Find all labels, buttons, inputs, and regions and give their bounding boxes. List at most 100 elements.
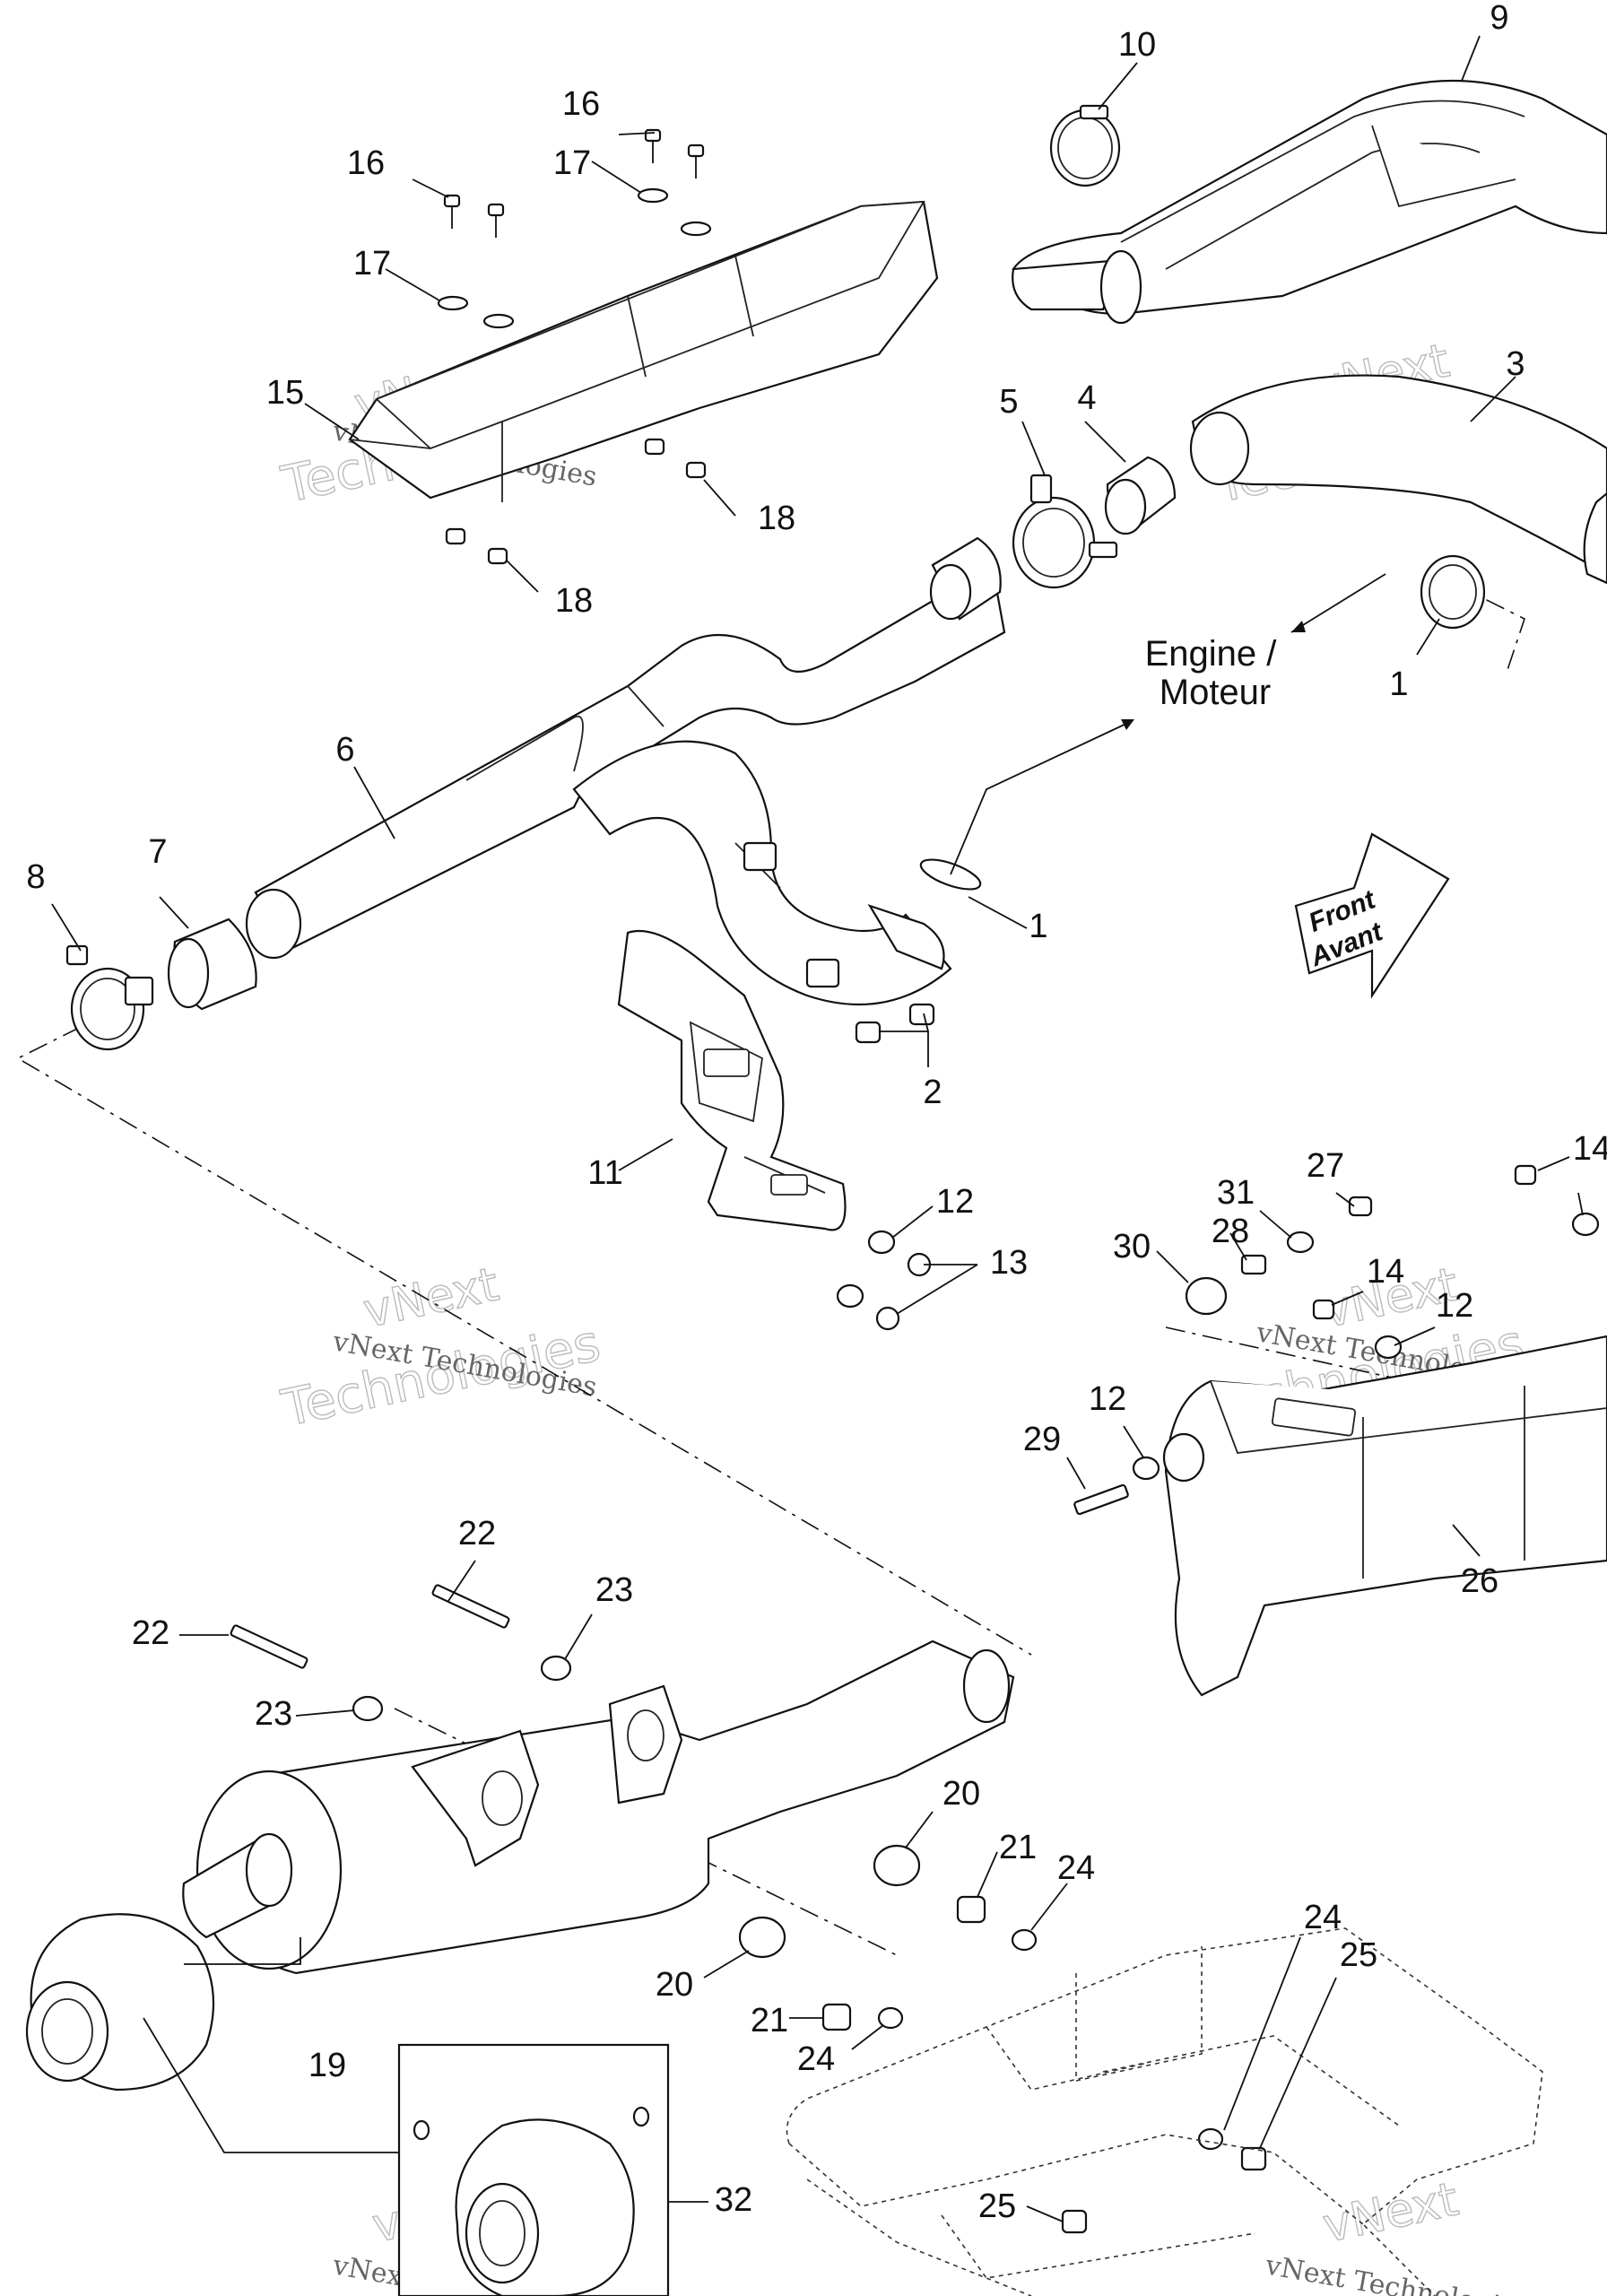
callout-6: 6 [335,731,354,769]
callout-23: 23 [595,1571,633,1609]
part-4-sleeve [1104,456,1177,535]
nut-18 [445,527,466,545]
callout-2: 2 [923,1074,942,1111]
nut-13 [875,1306,900,1331]
callout-31: 31 [1217,1174,1255,1212]
bolt-16 [443,194,461,229]
bolt-29 [1073,1483,1129,1516]
washer-12 [1374,1335,1403,1360]
washer-31 [1286,1231,1315,1254]
part-2-flange-nuts [855,1003,935,1044]
bolt-22 [230,1624,308,1669]
leader-lines [51,35,1584,2222]
part-3-header-pipe [1189,374,1607,585]
washer-23 [540,1655,572,1682]
watermark-bottom-right: vNext vNext Technologies [1263,2172,1533,2296]
front-arrow: Front Avant [1294,832,1450,999]
spacer-21 [956,1895,986,1924]
part-1-gasket-ring-upper [1420,554,1486,630]
callout-12: 12 [1089,1380,1126,1418]
bolt-22 [431,1584,510,1629]
callout-10: 10 [1118,26,1156,64]
callout-21: 21 [751,2002,788,2039]
fasteners-12-13 [836,1230,932,1331]
callout-8: 8 [26,858,45,896]
watermark-line1: vNext [359,1257,503,1338]
bolt-16 [644,128,662,163]
callout-26: 26 [1461,1562,1498,1600]
callout-11: 11 [587,1154,622,1192]
part-11-lower-heat-shield [617,929,847,1231]
callout-32: 32 [715,2181,752,2219]
callout-18: 18 [555,582,593,620]
nut-25 [1240,2146,1267,2171]
washer-12 [1132,1456,1160,1481]
callout-14: 14 [1573,1130,1607,1168]
spacer-28 [1240,1254,1267,1275]
part-8-exhaust-clamp [65,944,154,1051]
callout-1: 1 [1029,908,1047,945]
callout-27: 27 [1307,1147,1344,1185]
part-6-y-pipe [245,536,1006,1006]
callout-12: 12 [1436,1287,1473,1325]
callout-12: 12 [936,1183,974,1221]
callout-numbers: 9 10 16 16 17 17 15 3 4 5 18 18 1 6 7 8 … [26,0,1607,2225]
callout-20: 20 [656,1966,693,2004]
washer-17 [637,187,669,204]
callout-3: 3 [1506,345,1524,383]
nut-18 [487,547,508,565]
engine-label-line2: Moteur [1160,673,1272,712]
washer-17 [437,295,469,311]
callout-16: 16 [347,144,385,182]
callout-21: 21 [999,1829,1037,1866]
part-9-intake-resonator [1012,79,1607,325]
assembly-line-engine [1452,582,1525,674]
nut-25 [1061,2209,1088,2234]
washer-23 [352,1695,384,1722]
callout-28: 28 [1212,1213,1249,1250]
callout-15: 15 [266,374,304,412]
callout-19: 19 [308,2047,346,2084]
washer-12 [867,1230,896,1255]
callout-1: 1 [1389,665,1408,703]
callout-17: 17 [553,144,591,182]
part-19-muffler [182,1639,1015,1975]
watermark-small: vNext Technologies [1263,2249,1533,2296]
watermark-mid-left: vNext Technologies vNext Technologies [276,1257,606,1439]
heat-shield-fasteners [437,128,712,565]
callout-30: 30 [1113,1228,1151,1265]
spacer-21 [821,2003,852,2031]
callout-5: 5 [999,383,1018,421]
part-10-hose-clamp [1049,104,1121,187]
part-15-heat-shield [348,200,939,502]
fasteners-26 [1073,1164,1600,1516]
washer-24 [877,2006,904,2030]
callout-16: 16 [562,85,600,123]
callout-22: 22 [132,1614,169,1652]
callout-17: 17 [353,245,391,283]
engine-direction: Engine / Moteur [950,573,1386,875]
nut-27 [1348,1196,1373,1217]
washer-12 [836,1283,864,1309]
washer-12 [1571,1212,1600,1237]
nut-18 [644,438,665,456]
vehicle-frame-reference [786,1927,1543,2296]
callout-22: 22 [458,1515,496,1552]
callout-18: 18 [758,500,795,537]
washer-24 [1197,2127,1224,2151]
callout-23: 23 [255,1695,292,1733]
grommet-30 [1185,1276,1228,1316]
bolt-14 [1514,1164,1537,1186]
part-tail-cap [25,1913,215,2092]
callout-25: 25 [978,2187,1016,2225]
callout-25: 25 [1340,1936,1377,1974]
callout-13: 13 [990,1244,1028,1282]
grommet-20 [873,1844,921,1887]
part-32-box [397,2043,670,2296]
callout-7: 7 [148,833,167,871]
callout-29: 29 [1023,1421,1061,1458]
part-7-sleeve [167,918,257,1011]
callout-4: 4 [1077,379,1096,417]
bolt-14 [1312,1299,1335,1320]
